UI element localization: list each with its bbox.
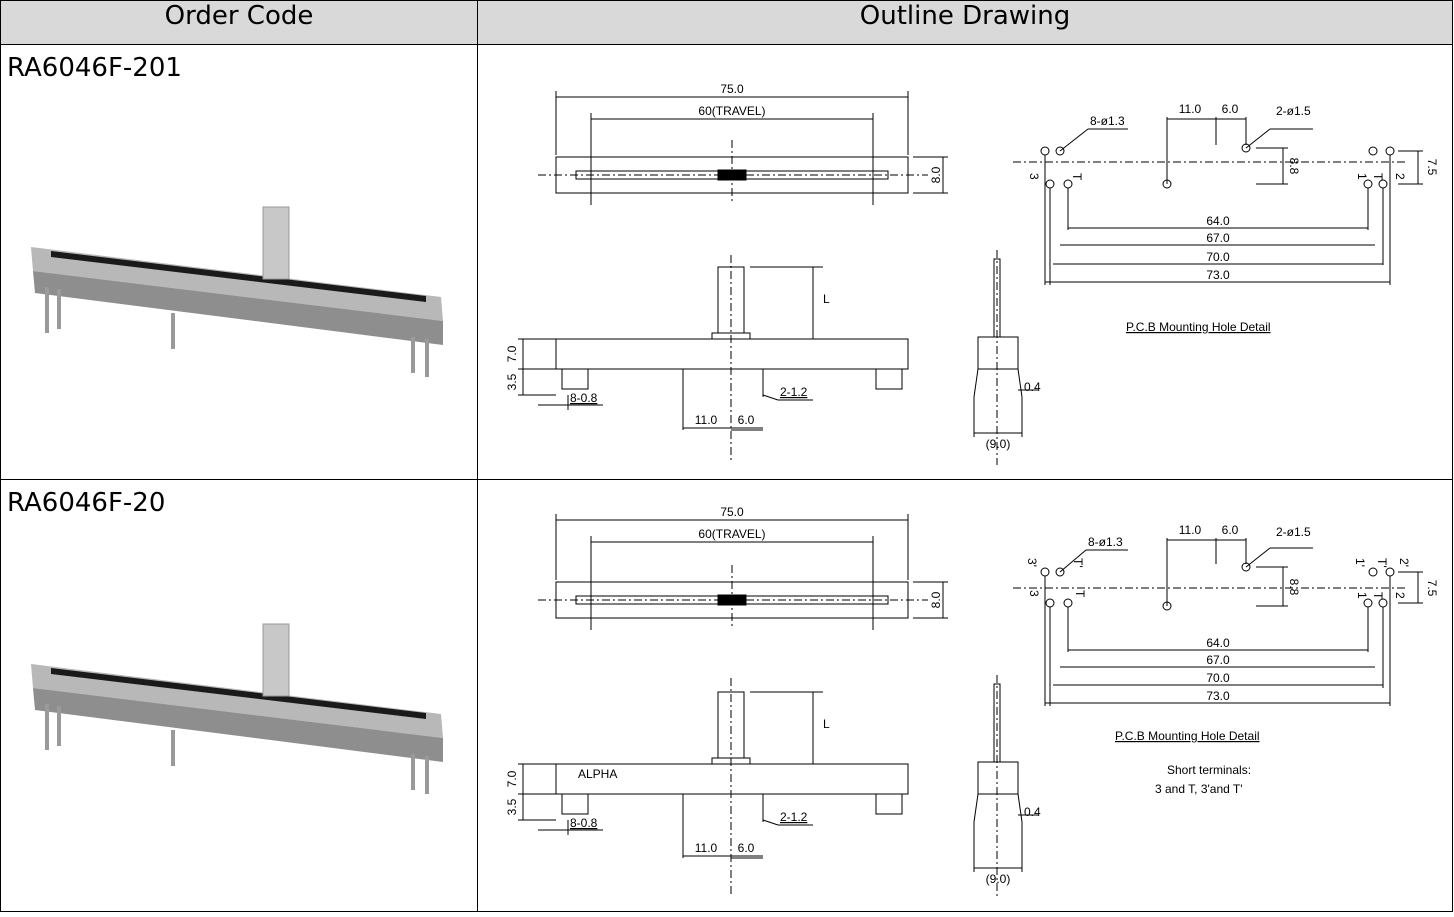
pcb-pin-right-2: 2 <box>1393 592 1407 599</box>
pcb-note-line1: Short terminals: <box>1167 763 1251 777</box>
front-h2: 3.5 <box>505 373 519 390</box>
side-width: (9.0) <box>986 872 1011 886</box>
pcb-pin-left: 3 <box>1027 173 1041 180</box>
order-code-cell: RA6046F-20 <box>0 479 478 912</box>
top-height-dim: 8.0 <box>929 591 943 608</box>
order-code: RA6046F-20 <box>7 488 166 518</box>
pcb-pin-right-2: 2 <box>1393 173 1407 180</box>
outline-drawing-cell: 75.0 60(TRAVEL) 8.0 <box>477 479 1453 912</box>
front-brand: ALPHA <box>578 767 617 781</box>
slide-potentiometer-photo-icon <box>31 206 443 377</box>
front-pins-small: 8-0.8 <box>570 816 598 830</box>
top-travel-dim: 60(TRAVEL) <box>698 104 765 118</box>
pcb-dim-b: 6.0 <box>1222 523 1239 537</box>
pcb-dim-v1: 8.8 <box>1287 158 1301 175</box>
front-lever: L <box>823 717 830 731</box>
pcb-caption: P.C.B Mounting Hole Detail <box>1115 729 1260 743</box>
front-d2: 6.0 <box>738 413 755 427</box>
pcb-caption: P.C.B Mounting Hole Detail <box>1126 320 1271 334</box>
pcb-pin-left: 3 <box>1027 590 1041 597</box>
front-d2: 6.0 <box>738 841 755 855</box>
pcb-w4: 73.0 <box>1206 689 1230 703</box>
table-row: RA6046F-201 <box>0 44 1453 480</box>
pcb-holes-large: 2-ø1.5 <box>1276 104 1311 118</box>
side-thk: 0.4 <box>1024 805 1041 819</box>
pcb-pin-left-prime: 3' <box>1025 558 1039 567</box>
pcb-dim-a: 11.0 <box>1179 523 1202 537</box>
front-d1: 11.0 <box>695 413 718 427</box>
order-code: RA6046F-201 <box>7 53 182 83</box>
header-row: Order Code Outline Drawing <box>0 0 1453 45</box>
pcb-w1: 64.0 <box>1206 214 1230 228</box>
pcb-pin-right-t: T <box>1371 592 1385 600</box>
front-d1: 11.0 <box>695 841 718 855</box>
pcb-note-line2: 3 and T, 3'and T' <box>1155 782 1243 796</box>
pcb-pin-left-t: T <box>1070 173 1084 181</box>
front-pins-large: 2-1.2 <box>780 810 808 824</box>
table-row: RA6046F-20 <box>0 479 1453 912</box>
pcb-pin-right-t-prime: T' <box>1375 558 1389 568</box>
top-overall-dim: 75.0 <box>720 82 744 96</box>
side-thk: 0.4 <box>1024 380 1041 394</box>
pcb-pin-left-t-prime: T' <box>1071 558 1085 568</box>
pcb-dim-v1: 8.8 <box>1287 579 1301 596</box>
pcb-dim-v2: 7.5 <box>1425 580 1439 597</box>
pcb-dim-b: 6.0 <box>1222 102 1239 116</box>
top-travel-dim: 60(TRAVEL) <box>698 527 765 541</box>
top-height-dim: 8.0 <box>929 166 943 183</box>
pcb-w1: 64.0 <box>1206 636 1230 650</box>
pcb-pin-right-1: 1 <box>1355 173 1369 180</box>
order-code-header: Order Code <box>0 0 478 45</box>
front-h2: 3.5 <box>505 798 519 815</box>
pcb-w4: 73.0 <box>1206 268 1230 282</box>
outline-drawing-header: Outline Drawing <box>477 0 1453 45</box>
pcb-dim-a: 11.0 <box>1179 102 1202 116</box>
pcb-holes-small: 8-ø1.3 <box>1090 114 1125 128</box>
pcb-pin-right-1: 1 <box>1355 592 1369 599</box>
pcb-pin-right-t: T <box>1371 173 1385 181</box>
pcb-pin-left-t: T <box>1073 590 1087 598</box>
front-h1: 7.0 <box>505 345 519 362</box>
pcb-holes-large: 2-ø1.5 <box>1276 525 1311 539</box>
top-overall-dim: 75.0 <box>720 505 744 519</box>
outline-drawing-2: 75.0 60(TRAVEL) 8.0 <box>505 505 1439 896</box>
pcb-holes-small: 8-ø1.3 <box>1088 535 1123 549</box>
pcb-pin-right-2-prime: 2' <box>1397 558 1411 567</box>
pcb-w3: 70.0 <box>1206 671 1230 685</box>
outline-drawing-cell: 75.0 60(TRAVEL) 8.0 <box>477 44 1453 480</box>
pcb-w2: 67.0 <box>1206 653 1230 667</box>
pcb-w3: 70.0 <box>1206 250 1230 264</box>
side-width: (9.0) <box>986 437 1011 451</box>
front-lever: L <box>823 292 830 306</box>
pcb-pin-right-1-prime: 1' <box>1353 558 1367 567</box>
front-pins-small: 8-0.8 <box>570 391 598 405</box>
front-h1: 7.0 <box>505 770 519 787</box>
slide-potentiometer-photo-icon <box>31 623 443 794</box>
outline-drawing-1: 75.0 60(TRAVEL) 8.0 <box>505 82 1439 465</box>
order-code-cell: RA6046F-201 <box>0 44 478 480</box>
pcb-dim-v2: 7.5 <box>1425 159 1439 176</box>
front-pins-large: 2-1.2 <box>780 385 808 399</box>
pcb-w2: 67.0 <box>1206 231 1230 245</box>
